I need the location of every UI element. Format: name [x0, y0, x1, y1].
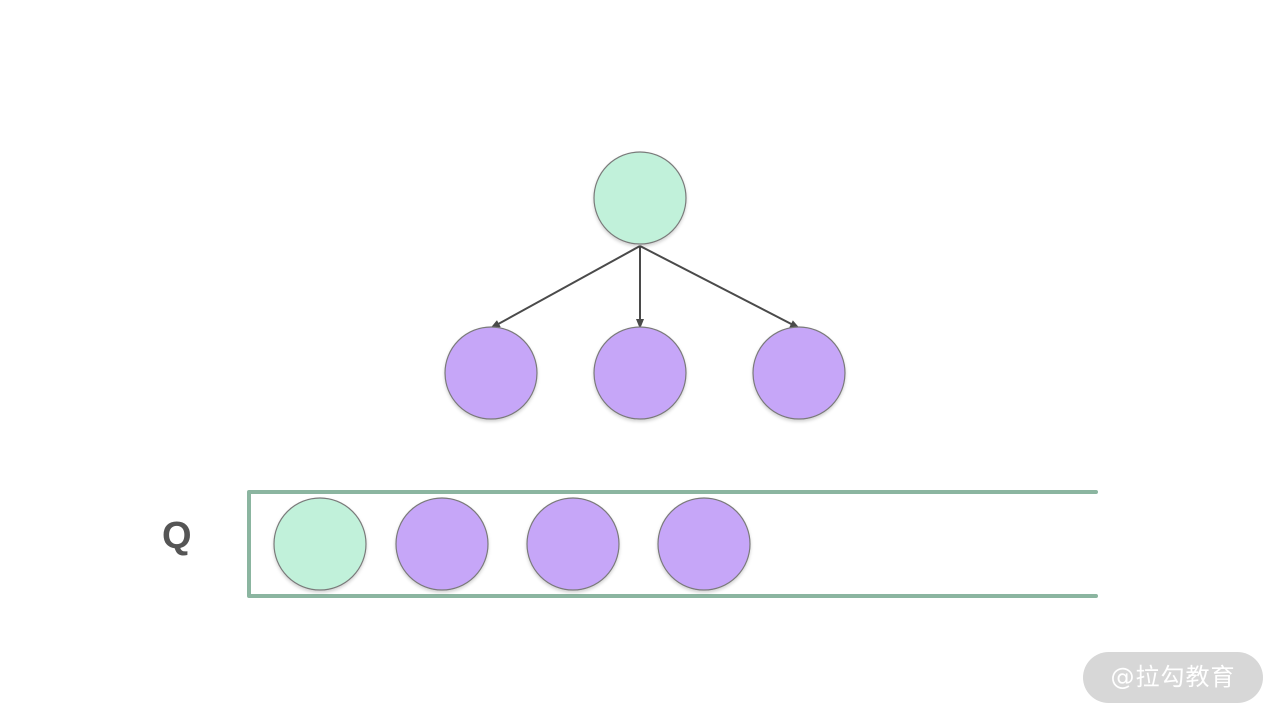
- tree-edge-arrow: [490, 245, 641, 329]
- tree-nodes: [444, 151, 846, 420]
- tree-root-node: [593, 151, 687, 245]
- tree-child-node: [444, 326, 538, 420]
- tree-child-node: [752, 326, 846, 420]
- tree-edges: [490, 245, 800, 329]
- queue-label: Q: [162, 515, 192, 557]
- queue-item-node: [395, 497, 489, 591]
- tree-child-node: [593, 326, 687, 420]
- queue-item-node: [526, 497, 620, 591]
- queue: [247, 490, 1098, 598]
- queue-item-node: [657, 497, 751, 591]
- watermark-badge: @拉勾教育: [1083, 652, 1263, 703]
- queue-item-node: [273, 497, 367, 591]
- tree-edge-arrow: [639, 245, 800, 329]
- queue-border: [247, 490, 1098, 598]
